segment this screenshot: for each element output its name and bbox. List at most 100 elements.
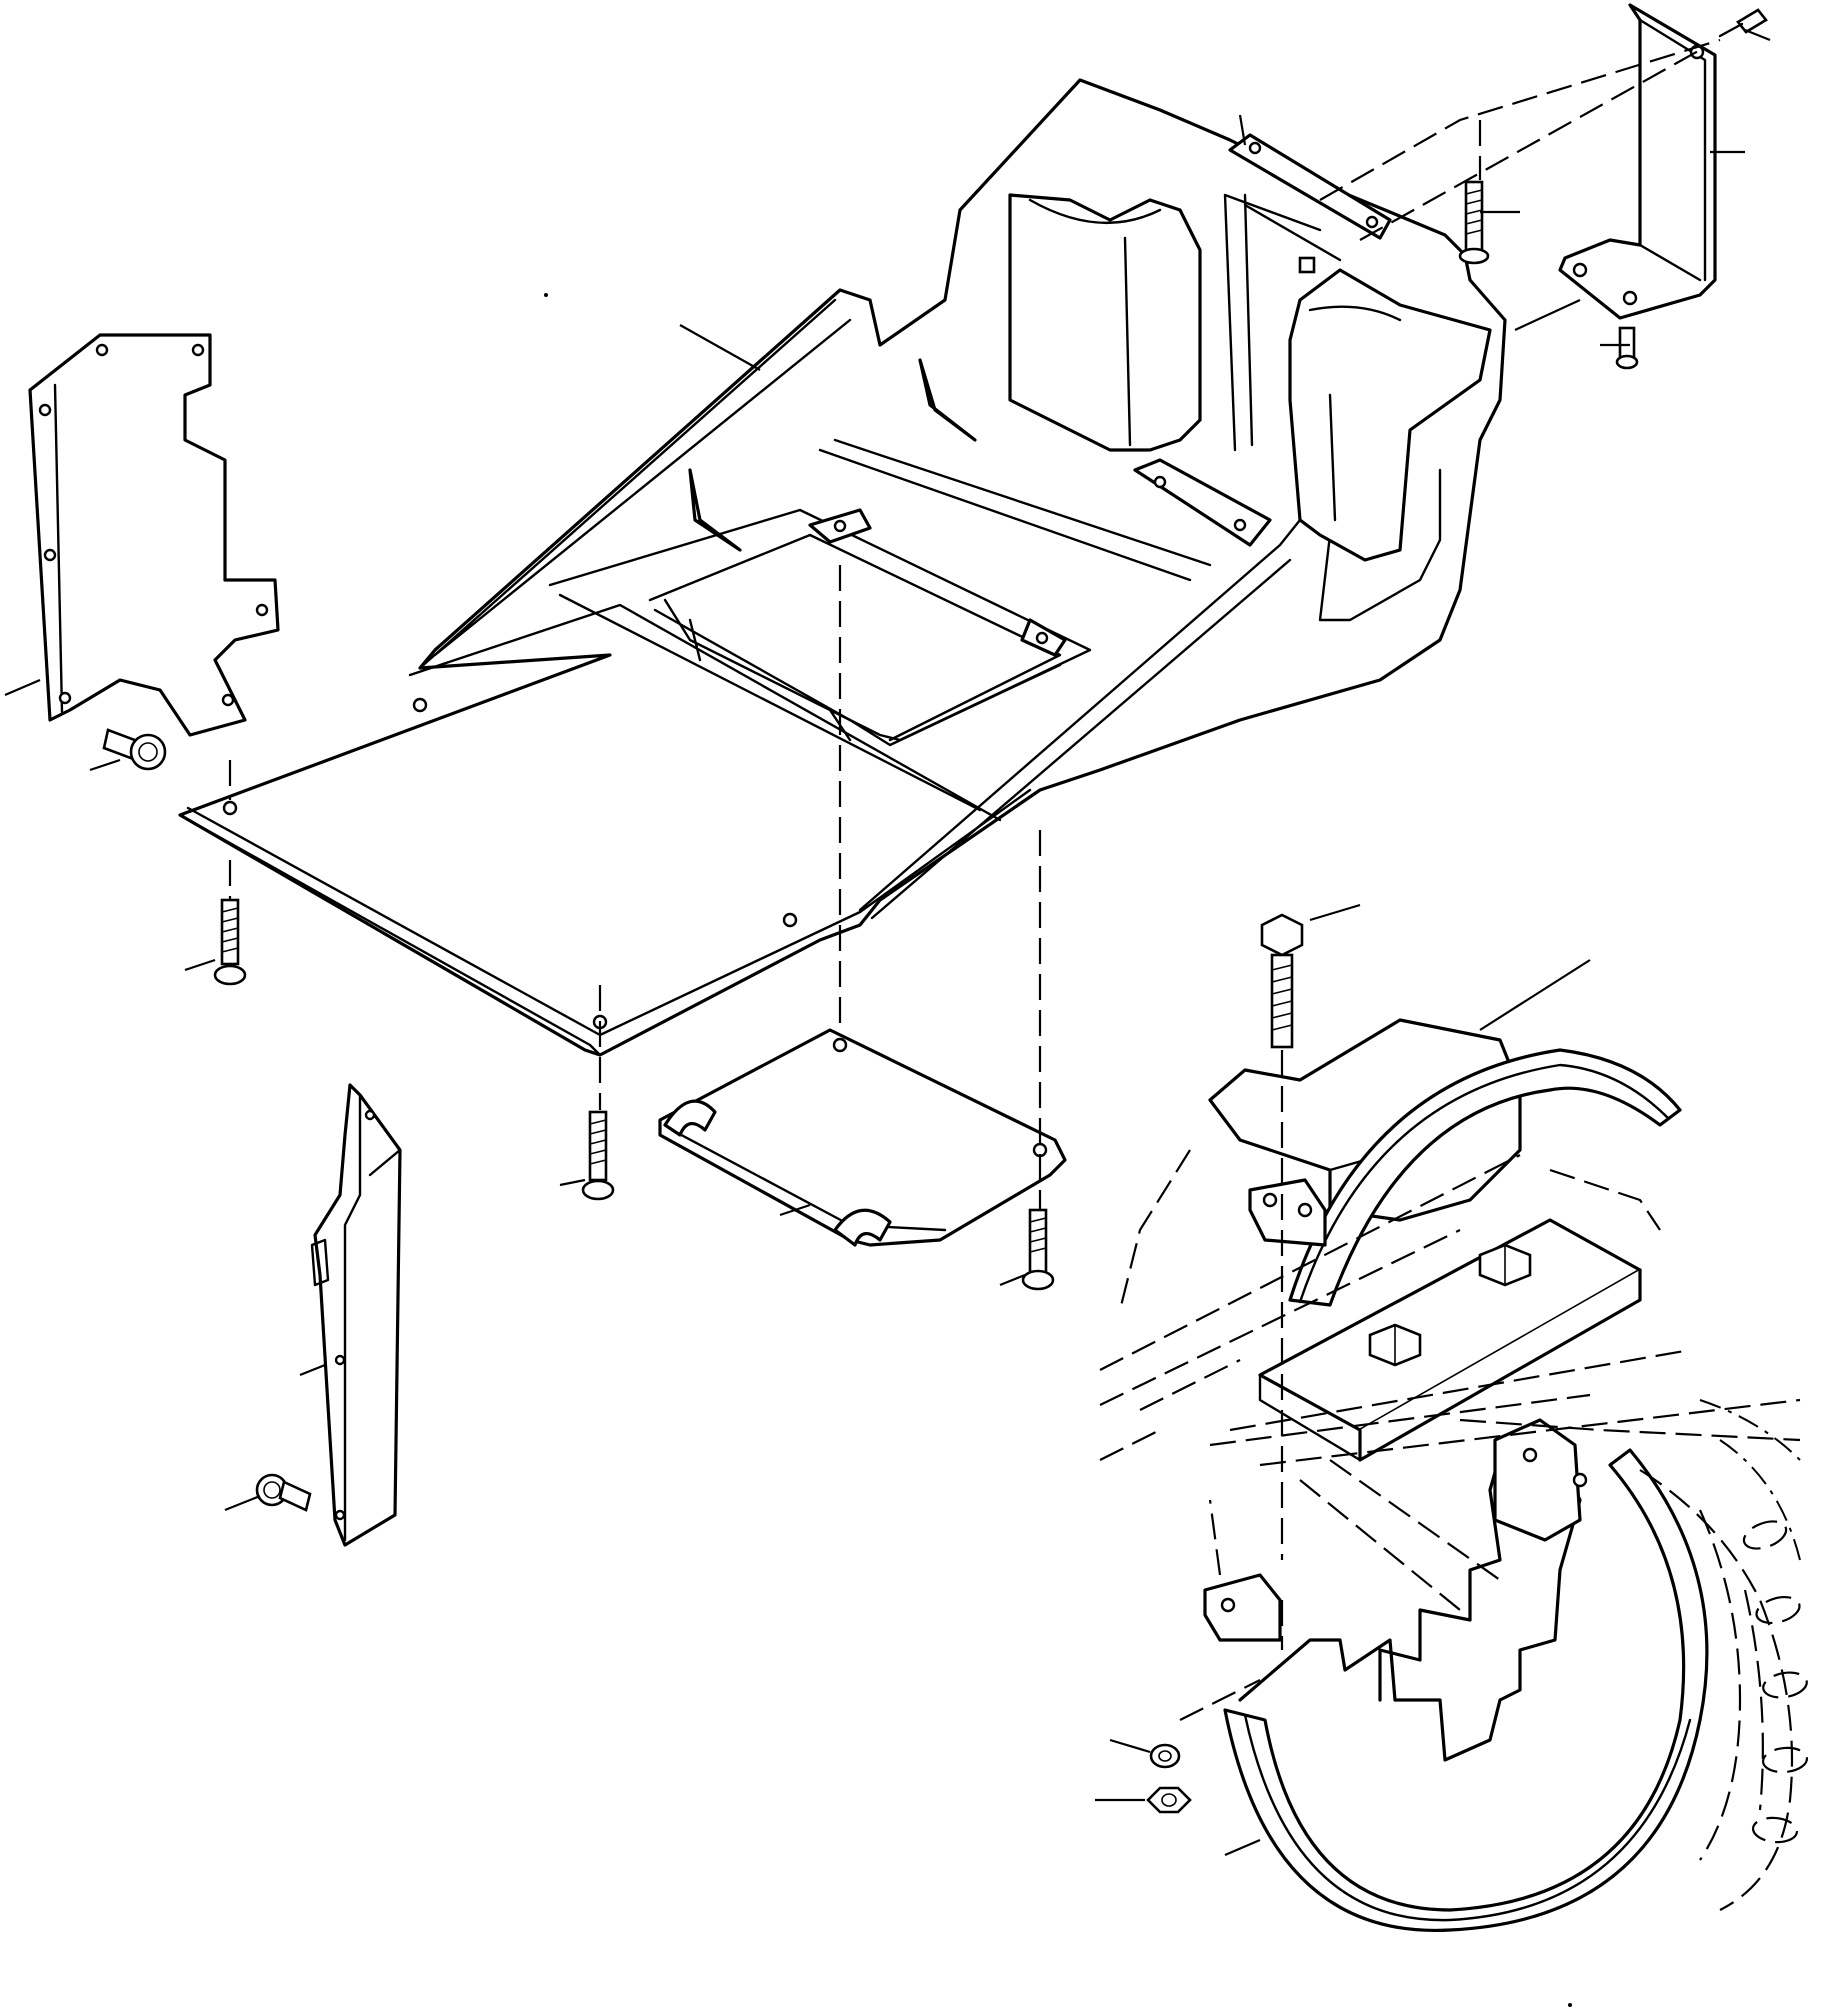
leader-line bbox=[1479, 959, 1591, 1031]
floor-pan-assembly bbox=[178, 78, 1507, 1057]
tower-screw bbox=[1298, 256, 1316, 274]
leader-line bbox=[224, 1494, 261, 1512]
hole bbox=[255, 603, 269, 617]
fender-assembly bbox=[1146, 913, 1709, 1932]
fender-arch bbox=[1288, 1048, 1682, 1307]
hole bbox=[1572, 262, 1588, 278]
hole bbox=[1220, 1597, 1236, 1613]
rear-upright-bracket bbox=[1558, 3, 1768, 370]
upright-bracket-fold bbox=[1638, 18, 1707, 282]
hole bbox=[1522, 1447, 1538, 1463]
access-cover bbox=[658, 1028, 1067, 1247]
upright-bracket bbox=[1558, 3, 1717, 320]
side-panel-left bbox=[28, 333, 280, 737]
leader-line bbox=[559, 1178, 586, 1187]
side-panel-vertical bbox=[313, 1083, 402, 1547]
hole bbox=[1572, 1472, 1588, 1488]
hole bbox=[412, 697, 428, 713]
leader-line bbox=[1109, 1738, 1151, 1754]
center-opening-lip bbox=[653, 608, 1062, 747]
leader-line bbox=[1238, 114, 1247, 146]
leader-line bbox=[1514, 299, 1581, 331]
deck-inner-line bbox=[408, 593, 1002, 822]
gusset-left bbox=[688, 468, 742, 552]
hex-nut-upper bbox=[1478, 1243, 1532, 1287]
deck-plate-rim bbox=[186, 788, 1032, 1037]
hole bbox=[833, 519, 847, 533]
hole bbox=[1153, 475, 1167, 489]
rear-tower-left bbox=[1008, 193, 1202, 452]
flange-bolt-left-panel bbox=[102, 728, 167, 771]
hole bbox=[222, 800, 238, 816]
side-panel-vertical-tab bbox=[310, 1238, 330, 1287]
hole bbox=[1233, 518, 1247, 532]
access-cover-plate bbox=[658, 1028, 1067, 1247]
floor-pan bbox=[178, 78, 1507, 1057]
hex-nut-lower bbox=[1368, 1323, 1422, 1367]
left-side-panel bbox=[28, 333, 280, 771]
leader-line bbox=[1309, 903, 1361, 922]
hole bbox=[1248, 141, 1262, 155]
gusset-rear bbox=[918, 358, 977, 442]
hole bbox=[191, 343, 205, 357]
hole bbox=[334, 1509, 346, 1521]
center-opening-inner bbox=[648, 533, 1062, 742]
flange-bolt-vertical-panel bbox=[255, 1473, 312, 1512]
hole bbox=[1297, 1202, 1313, 1218]
hole bbox=[782, 912, 798, 928]
lock-washer bbox=[1149, 1743, 1181, 1769]
screw-top-right bbox=[1718, 8, 1768, 38]
rear-tower-right bbox=[1288, 268, 1492, 562]
hole bbox=[221, 693, 235, 707]
rear-tower-left-curve bbox=[1028, 198, 1162, 447]
deck-plate-edge bbox=[178, 813, 602, 1057]
hole bbox=[1035, 631, 1049, 645]
fender-lower bbox=[1223, 1448, 1709, 1932]
right-rail-inner bbox=[870, 558, 1292, 920]
hole bbox=[832, 1037, 848, 1053]
hole bbox=[95, 343, 109, 357]
right-rail bbox=[858, 468, 1442, 912]
leader-line bbox=[184, 958, 216, 972]
hole bbox=[1622, 290, 1638, 306]
left-vertical-panel bbox=[255, 1083, 402, 1547]
leader-line bbox=[679, 324, 761, 371]
floor-bolt-center bbox=[581, 1110, 615, 1201]
fender-post bbox=[1493, 1418, 1582, 1542]
leader-line bbox=[1744, 28, 1771, 42]
speck bbox=[544, 293, 548, 297]
speck bbox=[1568, 2003, 1572, 2007]
hole bbox=[43, 548, 57, 562]
fender-bracket-lower bbox=[1238, 1453, 1582, 1762]
hole bbox=[364, 1109, 376, 1121]
hole bbox=[1262, 1192, 1278, 1208]
leader-line bbox=[999, 1273, 1026, 1287]
fender-tab-lower bbox=[1203, 1573, 1282, 1642]
hex-bolt-fender bbox=[1260, 913, 1304, 1049]
floor-seam bbox=[818, 438, 1212, 582]
leader-line bbox=[299, 1363, 326, 1377]
left-rail bbox=[418, 298, 852, 670]
phantom-tire bbox=[1099, 1149, 1809, 1911]
side-panel-left-fold bbox=[53, 383, 64, 714]
floor-bolt-cover bbox=[1021, 1208, 1055, 1291]
cover-hook-right bbox=[833, 1208, 892, 1247]
rear-tower-right-curve bbox=[1308, 305, 1402, 522]
leader-line bbox=[779, 1203, 811, 1217]
screw-under-bracket bbox=[1615, 326, 1639, 370]
callout-leaders bbox=[4, 28, 1771, 1857]
hex-nut-bottom bbox=[1146, 1786, 1192, 1814]
hole bbox=[58, 691, 72, 705]
cover-hook-left bbox=[663, 1099, 717, 1137]
leader-line bbox=[89, 758, 121, 772]
hole bbox=[1365, 215, 1379, 229]
leader-line bbox=[1224, 1838, 1261, 1857]
floor-bolt-left bbox=[213, 898, 247, 986]
hole bbox=[334, 1354, 346, 1366]
leader-line bbox=[4, 678, 41, 697]
hole bbox=[38, 403, 52, 417]
side-panel-vertical-fold bbox=[343, 1093, 402, 1542]
tower-channel bbox=[1223, 193, 1342, 452]
assembly-lines bbox=[228, 38, 1721, 1721]
